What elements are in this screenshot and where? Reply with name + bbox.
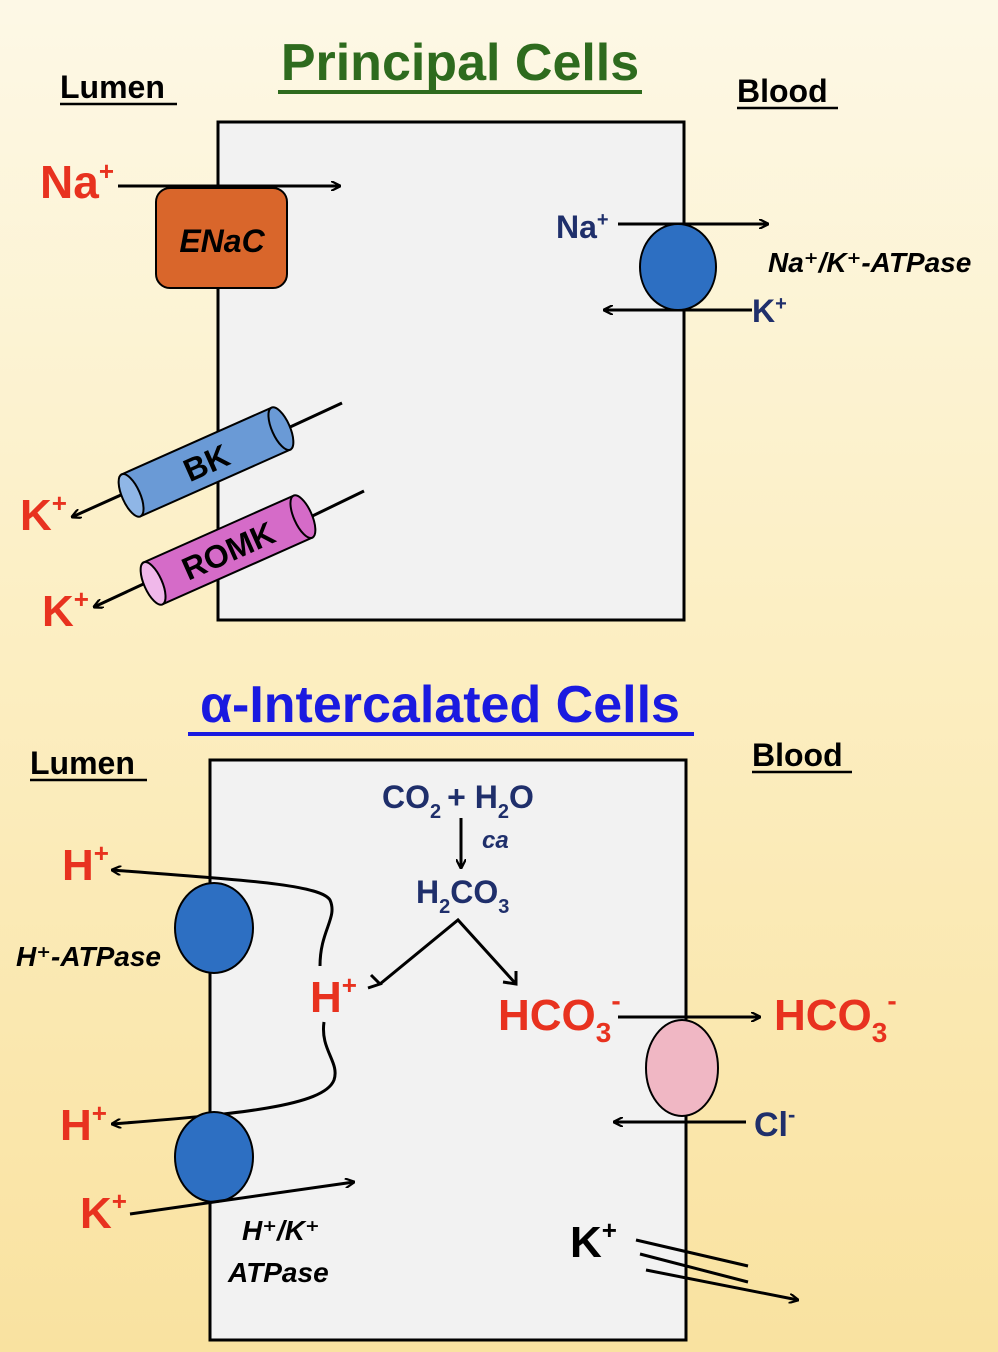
na-k-atpase-label: Na⁺/K⁺-ATPase: [768, 247, 971, 278]
intracellular-hco3-ion: HCO3-: [498, 985, 621, 1048]
principal-blood-label: Blood: [737, 73, 828, 109]
principal-cells-section: Principal Cells Lumen Blood ENaC Na+ Na+…: [20, 34, 971, 636]
h-atpase-pump: [174, 882, 254, 974]
h2co3-label: H2CO3: [416, 874, 509, 918]
h-k-atpase-pump: [174, 1111, 254, 1203]
anion-exchanger: [645, 1019, 719, 1117]
na-k-atpase-pump: [639, 223, 717, 311]
principal-title: Principal Cells: [281, 34, 639, 92]
h-to-atpase-path: [112, 870, 334, 967]
h-out-bottom-ion: H+: [60, 1098, 107, 1150]
dissociation-arrows: [379, 917, 518, 986]
intercalated-lumen-label: Lumen: [30, 745, 135, 781]
k-efflux-line-1: [635, 1238, 749, 1268]
cell-k-ion: K+: [570, 1215, 617, 1267]
enac-na-ion: Na+: [40, 156, 114, 208]
h-atpase-label: H⁺-ATPase: [16, 941, 161, 972]
romk-k-ion: K+: [42, 584, 89, 636]
romk-k-efflux-arrow: [94, 578, 153, 607]
pump-na-ion: Na+: [556, 209, 609, 245]
intercalated-cells-section: α-Intercalated Cells Lumen Blood CO2+ H2…: [16, 676, 897, 1342]
principal-lumen-label: Lumen: [60, 69, 165, 105]
intercalated-blood-label: Blood: [752, 737, 843, 773]
cl-ion: Cl-: [754, 1102, 795, 1144]
hk-atpase-label-line2: ATPase: [227, 1257, 329, 1288]
enac-channel: [155, 187, 288, 289]
ca-enzyme-label: ca: [482, 827, 509, 854]
blood-hco3-ion: HCO3-: [774, 985, 897, 1048]
enac-label: ENaC: [179, 223, 265, 259]
pump-k-ion: K+: [752, 293, 787, 329]
k-in-ion: K+: [80, 1186, 127, 1238]
bk-k-ion: K+: [20, 488, 67, 540]
hk-atpase-label-line1: H⁺/K⁺: [242, 1215, 320, 1246]
co2-h2o-reactants: CO2+ H2O: [382, 779, 534, 823]
intracellular-h-ion: H+: [310, 970, 357, 1022]
bk-channel: BK: [117, 406, 295, 518]
k-influx-lumen-arrow: [129, 1182, 354, 1216]
intercalated-cell: [208, 758, 688, 1342]
intercalated-title: α-Intercalated Cells: [200, 676, 680, 734]
h-out-top-ion: H+: [62, 838, 109, 890]
k-efflux-line-2: [639, 1252, 749, 1284]
k-efflux-arrow: [645, 1268, 798, 1300]
